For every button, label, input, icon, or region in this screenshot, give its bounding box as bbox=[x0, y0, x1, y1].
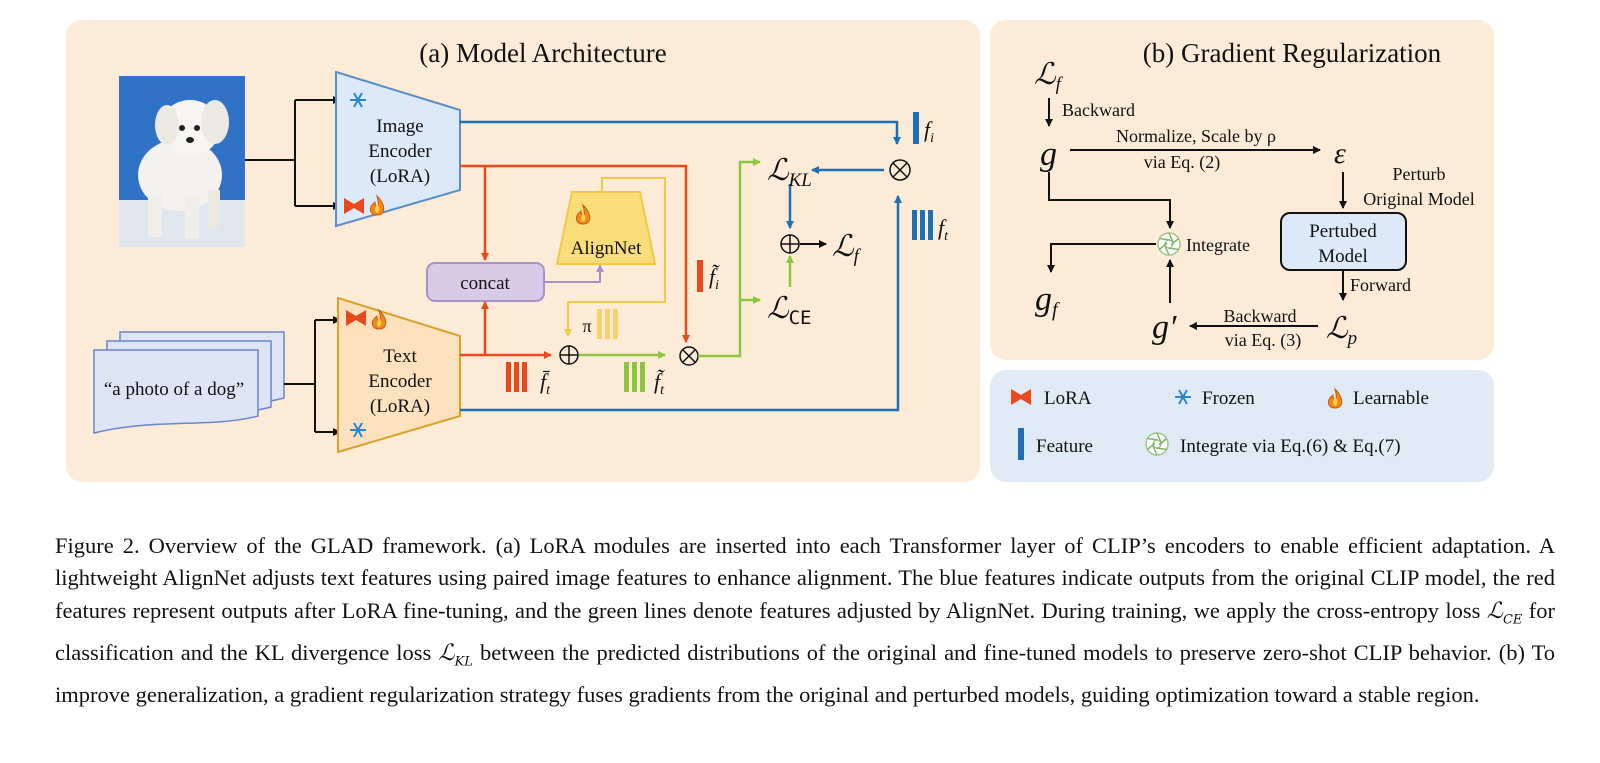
caption-part-2: for classification and the KL divergence… bbox=[55, 597, 1555, 665]
legend-feature: Feature bbox=[1036, 436, 1093, 457]
dog-image bbox=[119, 76, 245, 247]
integrate-icon bbox=[1145, 432, 1169, 456]
red-image-feature-bar bbox=[697, 260, 703, 292]
bar-ft-label: f̄t bbox=[540, 369, 551, 398]
backward-label-2: Backward bbox=[1224, 306, 1297, 326]
backward-label-1: Backward bbox=[1062, 100, 1135, 120]
pi-feature-bars bbox=[597, 309, 618, 339]
normalize-label: Normalize, Scale by ρ bbox=[1116, 126, 1276, 146]
panel-b-background bbox=[990, 20, 1494, 360]
gradient-g: g bbox=[1040, 136, 1057, 173]
blue-image-feature-bar bbox=[913, 112, 919, 144]
image-encoder bbox=[335, 70, 461, 228]
text-encoder-line1: Text bbox=[383, 346, 417, 367]
legend-background bbox=[990, 370, 1494, 482]
perturbed-model-line2: Model bbox=[1318, 246, 1368, 267]
ft-label: ft bbox=[938, 215, 949, 244]
image-encoder-line2: Encoder bbox=[368, 141, 432, 162]
text-prompt: “a photo of a dog” bbox=[104, 379, 244, 400]
gradient-g-prime: g′ bbox=[1152, 309, 1177, 346]
text-prompt-document bbox=[93, 331, 285, 434]
forward-label: Forward bbox=[1350, 275, 1411, 295]
panel-a-title: (a) Model Architecture bbox=[419, 38, 666, 68]
legend-lora: LoRA bbox=[1044, 388, 1092, 409]
text-encoder-line2: Encoder bbox=[368, 371, 432, 392]
image-encoder-line3: (LoRA) bbox=[370, 166, 430, 187]
tilde-ft-label: f̃t bbox=[654, 369, 665, 398]
tilde-fi-label: f̃i bbox=[709, 264, 720, 293]
perturbed-model-line1: Pertubed bbox=[1309, 221, 1377, 242]
text-encoder-line3: (LoRA) bbox=[370, 396, 430, 417]
epsilon: ε bbox=[1334, 137, 1346, 170]
loss-ce: ℒCE bbox=[767, 292, 812, 329]
perturb-label-2: Original Model bbox=[1363, 189, 1474, 209]
alignnet-box bbox=[555, 191, 657, 265]
red-feature-bars bbox=[506, 362, 527, 392]
via-eq3-label: via Eq. (3) bbox=[1225, 330, 1301, 351]
text-encoder bbox=[337, 296, 461, 454]
concat-label: concat bbox=[460, 273, 510, 294]
legend-frozen: Frozen bbox=[1202, 388, 1255, 409]
loss-kl-inline: ℒKL bbox=[438, 639, 473, 670]
figure-caption: Figure 2. Overview of the GLAD framework… bbox=[55, 530, 1555, 711]
integrate-label: Integrate bbox=[1186, 235, 1250, 255]
caption-part-1: Figure 2. Overview of the GLAD framework… bbox=[55, 533, 1555, 623]
caption-part-3: between the predicted distributions of t… bbox=[55, 639, 1555, 707]
panel-b-title: (b) Gradient Regularization bbox=[1143, 38, 1442, 68]
framework-diagram: (a) Model Architecture Image Encoder (Lo… bbox=[66, 20, 1494, 482]
via-eq2-label: via Eq. (2) bbox=[1144, 152, 1220, 173]
fi-label: fi bbox=[924, 117, 934, 146]
blue-text-feature-bars bbox=[912, 210, 933, 240]
feature-icon bbox=[1018, 428, 1024, 460]
sum-operator bbox=[780, 234, 800, 254]
pi-label: π bbox=[582, 316, 591, 336]
image-encoder-line1: Image bbox=[376, 116, 423, 137]
add-operator bbox=[559, 345, 579, 365]
legend-integrate: Integrate via Eq.(6) & Eq.(7) bbox=[1180, 436, 1401, 457]
alignnet-label: AlignNet bbox=[571, 238, 642, 259]
legend-learnable: Learnable bbox=[1353, 388, 1429, 409]
integrate-icon bbox=[1157, 232, 1181, 256]
loss-ce-inline: ℒCE bbox=[1486, 597, 1523, 628]
perturb-label-1: Perturb bbox=[1393, 164, 1446, 184]
multiply-operator-image bbox=[889, 159, 911, 181]
green-feature-bars bbox=[624, 362, 645, 392]
